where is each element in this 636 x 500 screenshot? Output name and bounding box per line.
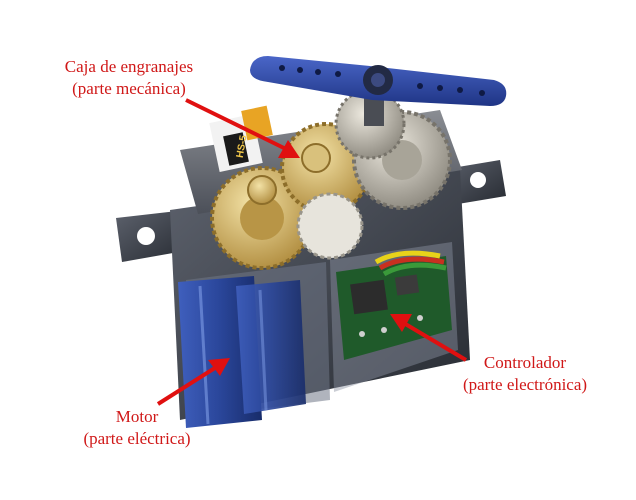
servo-horn <box>250 56 507 106</box>
motor-label: Motor (parte eléctrica) <box>62 406 212 450</box>
gearbox-label: Caja de engranajes (parte mecánica) <box>34 56 224 100</box>
brand-sticker: HS-5 <box>209 105 273 173</box>
controller-label: Controlador (parte electrónica) <box>440 352 610 396</box>
arrow-gearbox <box>185 98 300 158</box>
motor <box>178 276 306 428</box>
controller-label-line2: (parte electrónica) <box>462 375 588 394</box>
gearbox-label-line1: Caja de engranajes <box>64 57 194 76</box>
gearbox <box>210 88 452 270</box>
arrow-controller <box>390 314 468 362</box>
mounting-hole-left <box>137 227 155 245</box>
sticker-text: HS-5 <box>235 134 250 159</box>
motor-label-line1: Motor <box>115 407 159 426</box>
mounting-hole-right <box>470 172 486 188</box>
controller-label-line1: Controlador <box>483 353 567 372</box>
motor-label-line2: (parte eléctrica) <box>83 429 191 448</box>
gearbox-label-line2: (parte mecánica) <box>72 79 186 98</box>
arrow-motor <box>156 358 230 406</box>
